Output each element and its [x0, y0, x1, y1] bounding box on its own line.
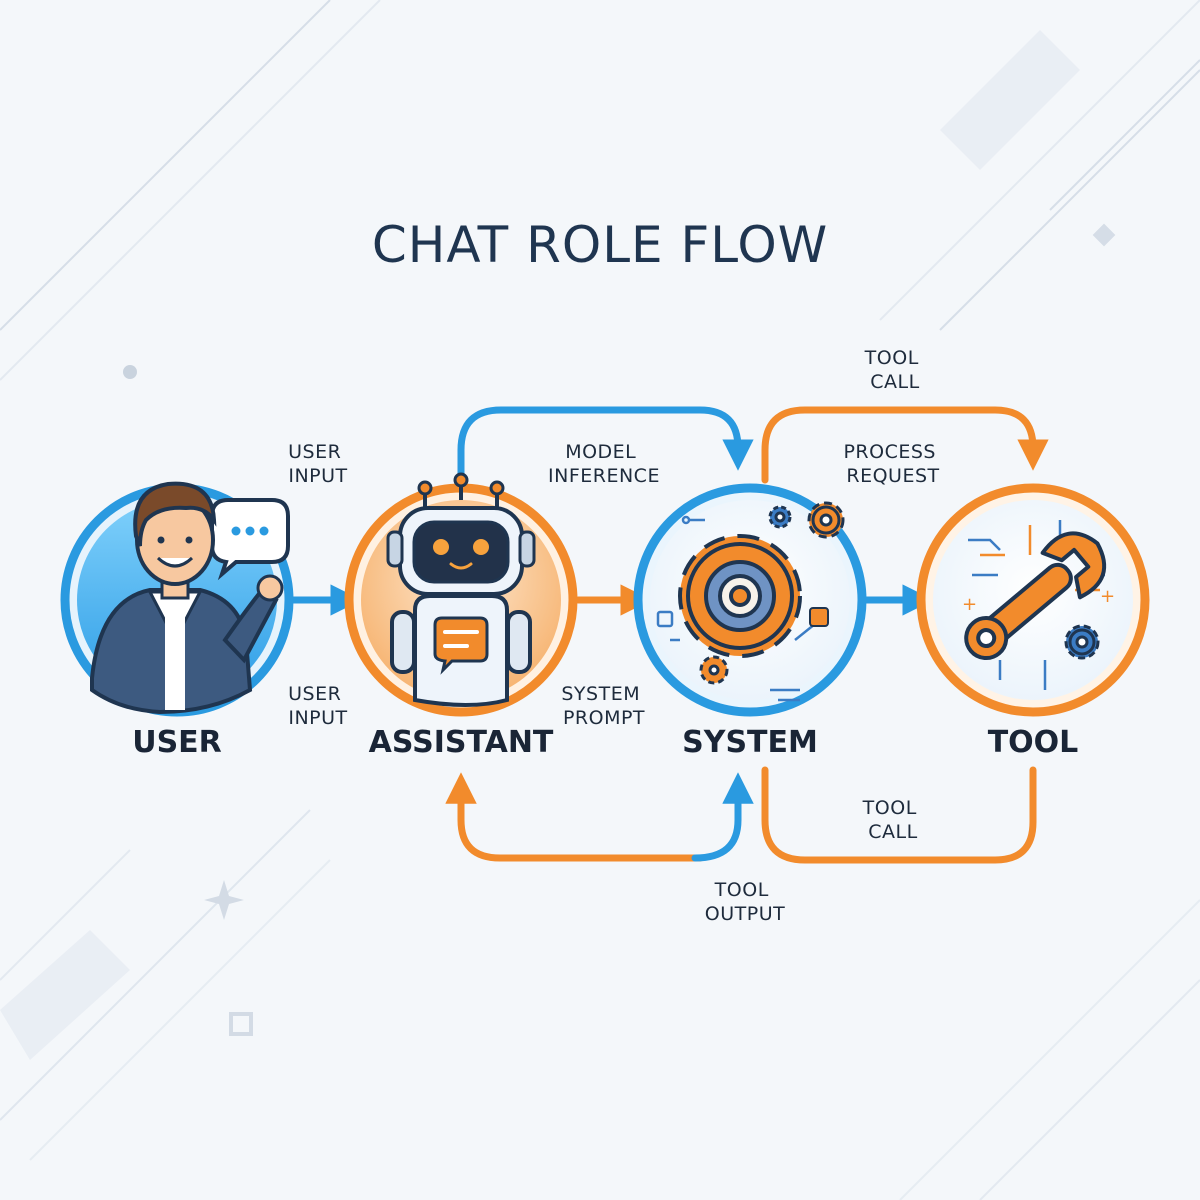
- edge-labels: USER INPUT USER INPUT MODEL INFERENCE SY…: [288, 347, 942, 925]
- arrow-tool-output-orange: [445, 772, 704, 862]
- svg-text:+: +: [962, 594, 977, 615]
- wrench-icon: + +: [962, 520, 1115, 690]
- robot-icon: [386, 472, 536, 707]
- node-label-user: USER: [132, 725, 222, 760]
- svg-text:+: +: [1100, 586, 1115, 607]
- decor-diamond: [1092, 223, 1116, 247]
- connectors: [288, 406, 1049, 864]
- decor-sparkle: [204, 880, 244, 920]
- person-speech-bubble-icon: [90, 481, 290, 715]
- node-system: [633, 483, 867, 717]
- arrow-tool-output-blue: [691, 772, 754, 862]
- gears-icon: [656, 501, 845, 702]
- edge-label-tool-call-bottom: TOOL CALL: [862, 797, 924, 843]
- node-user: [60, 481, 294, 717]
- page-title: CHAT ROLE FLOW: [372, 216, 828, 274]
- decor-square: [229, 1012, 253, 1036]
- edge-label-system-prompt: SYSTEM PROMPT: [561, 683, 646, 729]
- edge-label-user-input-bottom: USER INPUT: [288, 683, 348, 729]
- edge-label-tool-output: TOOL OUTPUT: [705, 879, 785, 925]
- arrow-tool-call-top: [761, 406, 1049, 484]
- edge-label-tool-call-top: TOOL CALL: [864, 347, 926, 393]
- node-tool: + +: [916, 483, 1150, 717]
- arrow-model-inference: [457, 406, 754, 484]
- arrow-tool-call-bottom: [761, 766, 1037, 864]
- node-label-system: SYSTEM: [682, 725, 818, 760]
- node-label-assistant: ASSISTANT: [369, 725, 554, 760]
- node-label-tool: TOOL: [988, 725, 1079, 760]
- node-assistant: [344, 472, 578, 717]
- edge-label-user-input-top: USER INPUT: [288, 441, 348, 487]
- edge-label-process-request: PROCESS REQUEST: [843, 441, 942, 487]
- edge-label-model-inference: MODEL INFERENCE: [548, 441, 660, 487]
- decor-dot: [123, 365, 137, 379]
